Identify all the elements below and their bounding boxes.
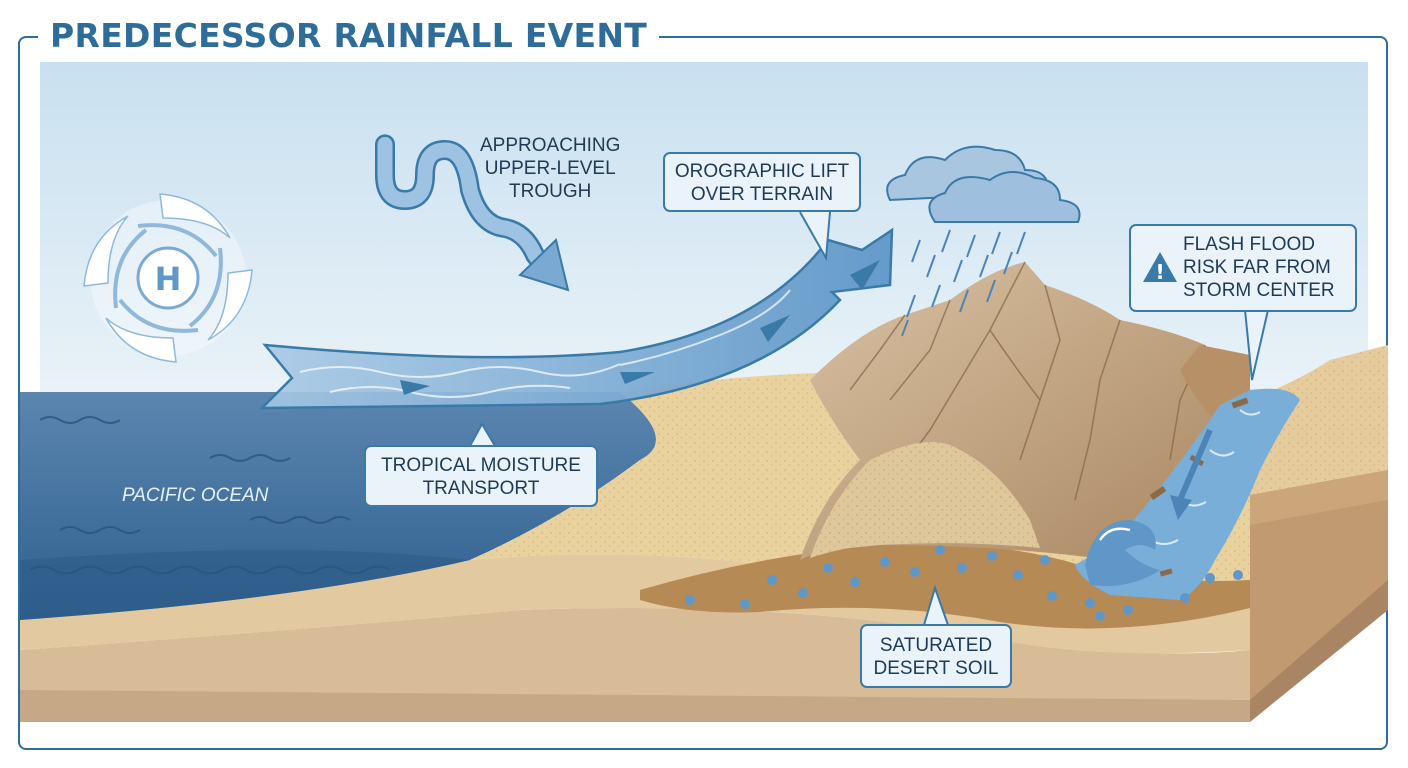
diagram-title: PREDECESSOR RAINFALL EVENT [38,14,660,58]
ocean-waves [29,416,391,575]
warning-triangle-icon: ! [1143,252,1177,284]
warning-symbol: ! [1155,260,1164,284]
upper-level-trough-arrow [377,136,556,280]
flash-flood-stream [1075,388,1300,600]
flash-flood-callout: ! FLASH FLOOD RISK FAR FROM STORM CENTER [1129,224,1357,312]
rain-streaks [901,229,1026,337]
pressure-symbol: H [155,260,182,298]
hurricane-icon: H [83,193,253,363]
trough-label: APPROACHING UPPER-LEVEL TROUGH [480,135,621,202]
saturated-soil-layer [640,543,1250,629]
soil-droplets [685,545,1243,621]
moisture-transport-arrow [258,227,894,410]
moisture-transport-callout: TROPICAL MOISTURE TRANSPORT [364,445,598,507]
orographic-lift-callout: OROGRAPHIC LIFT OVER TERRAIN [663,152,861,212]
saturated-soil-callout: SATURATED DESERT SOIL [860,624,1012,688]
pacific-ocean-label: PACIFIC OCEAN [122,485,269,506]
rain-cloud-icon [886,145,1081,223]
